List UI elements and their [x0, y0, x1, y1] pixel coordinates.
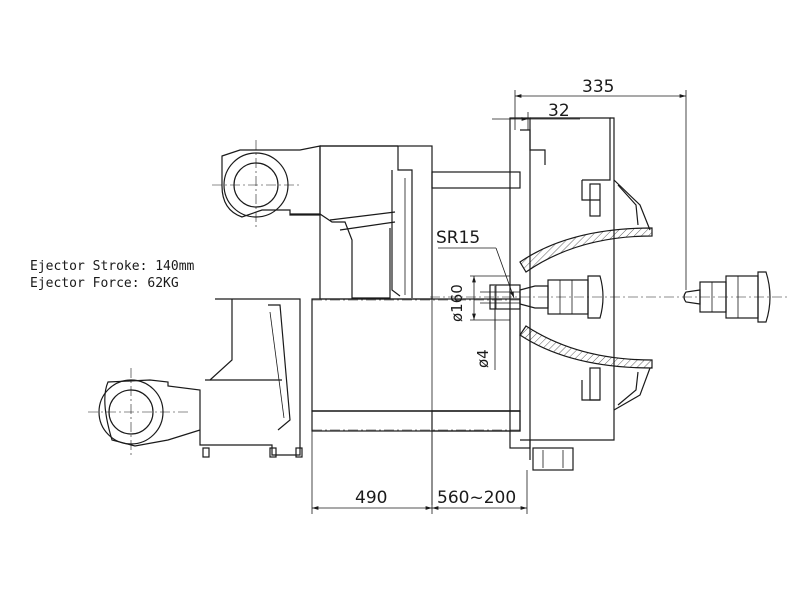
dimension-stroke-range-label: 560~200: [437, 488, 516, 508]
dimension-32-label: 32: [548, 101, 570, 121]
sr15-label: SR15: [436, 228, 480, 248]
lower-tie-bar: [431, 410, 521, 432]
dimension-32: 32: [492, 101, 580, 130]
diameter-4-label: ø4: [474, 349, 492, 368]
ejector-force-note: Ejector Force: 62KG: [30, 276, 179, 291]
diameter-dimensions: ø160 ø4: [448, 275, 520, 370]
upper-toggle-link: [212, 140, 391, 299]
dimension-335-label: 335: [582, 77, 614, 97]
diameter-160-label: ø160: [448, 284, 466, 322]
ejector-specs-note: Ejector Stroke: 140mm Ejector Force: 62K…: [30, 259, 195, 291]
ejector-assembly-extended: [683, 271, 771, 323]
upper-tie-bar: [431, 171, 521, 189]
ejector-cone-section: [519, 179, 653, 411]
dimension-335: 335: [514, 77, 687, 290]
ejector-assembly-center: [430, 275, 790, 319]
moving-platen: [509, 117, 615, 471]
dimension-490-label: 490: [355, 488, 387, 508]
main-body: [311, 298, 521, 505]
sr15-callout: SR15: [436, 228, 515, 299]
bottom-dimensions: 490 560~200: [311, 431, 528, 514]
ejector-stroke-note: Ejector Stroke: 140mm: [30, 259, 195, 274]
lower-toggle-link: [88, 298, 303, 458]
